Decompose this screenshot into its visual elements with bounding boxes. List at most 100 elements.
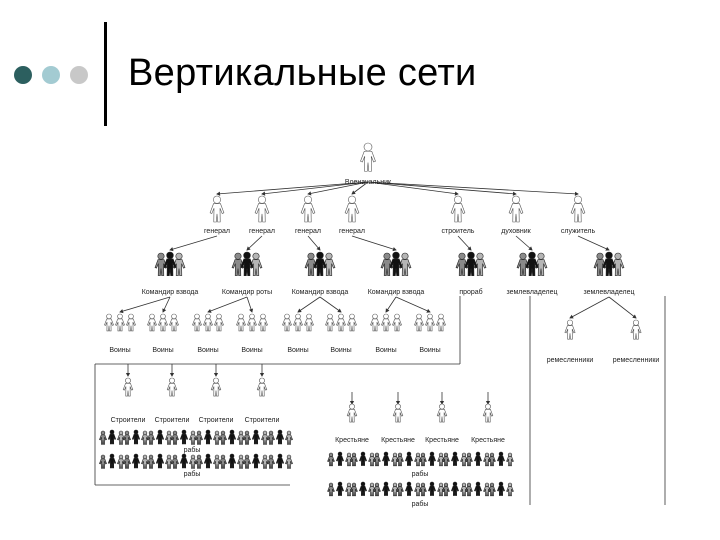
level3-group-3-front (313, 251, 327, 277)
worker-group-l1-7-back-left (243, 430, 251, 445)
level3-label-2: Командир роты (222, 289, 272, 296)
soldier-figure-19 (370, 313, 380, 332)
worker-group-m1-6-back-right (460, 452, 468, 467)
arrowhead (207, 308, 212, 313)
level3-group-2-front (240, 251, 254, 277)
worker-group-m1-3-front (382, 451, 390, 466)
arrowhead (259, 372, 265, 377)
arrowhead (385, 308, 390, 313)
worker-group-l1-3-front (155, 429, 165, 445)
level2-label-2: генерал (249, 228, 275, 235)
connector-line (119, 296, 171, 313)
worker-group-l2-5-front (203, 453, 213, 469)
top-leader-label: Военачальник (345, 179, 392, 186)
level3-label-6: землевладелец (506, 289, 557, 296)
connector-line (351, 181, 369, 195)
worker-group-l2-4-front (179, 453, 189, 469)
soldier-figure-2 (115, 313, 125, 332)
worker-group-m2-5-back-left (419, 482, 427, 497)
soldier-figure-23 (425, 313, 435, 332)
bullet-dot-1 (14, 66, 32, 84)
worker-group-l2-2-back-right (141, 454, 149, 469)
worker-group-m2-1-back-left (327, 482, 335, 497)
soldier-label-3: Воины (109, 347, 130, 354)
level2-label-4: генерал (339, 228, 365, 235)
soldier-label-21: Воины (375, 347, 396, 354)
worker-group-m2-1-front (336, 481, 344, 496)
level2-label-3: генерал (295, 228, 321, 235)
worker-group-m1-2-front (359, 451, 367, 466)
worker-group-m1-5-front (428, 451, 436, 466)
arrowhead (125, 372, 131, 377)
connector-line (207, 296, 248, 313)
soldier-figure-6 (169, 313, 179, 332)
arrowhead (512, 191, 517, 196)
arrowhead (249, 308, 254, 313)
connector-line (307, 181, 369, 195)
worker-group-l2-1-back-left (99, 454, 107, 469)
soldier-figure-22 (414, 313, 424, 332)
worker-group-l1-3-back-right (165, 430, 173, 445)
worker-group-l2-6-front (227, 453, 237, 469)
level3-group-5-front (464, 251, 478, 277)
slide-title: Вертикальные сети (128, 52, 477, 94)
peasant-label-1: Крестьяне (335, 437, 369, 444)
title-divider (104, 22, 107, 126)
worker-group-l1-7-back-right (261, 430, 269, 445)
level2-label-6: духовник (501, 228, 531, 235)
level3-label-1: Командир взвода (142, 289, 199, 296)
builder-figure-1 (122, 377, 134, 397)
arrowhead (574, 191, 579, 196)
worker-group-l1-1-back-left (99, 430, 107, 445)
connector-line (246, 235, 263, 251)
worker-group-m2-2-front (359, 481, 367, 496)
connector-line (319, 296, 342, 313)
worker-group-l2-2-back-left (123, 454, 131, 469)
arrowhead (337, 308, 342, 313)
worker-group-m2-7-front (474, 481, 482, 496)
worker-group-m2-8-back-right (506, 482, 514, 497)
arrowhead (528, 246, 533, 251)
worker-group-m2-2-back-left (350, 482, 358, 497)
bullet-dot-2 (42, 66, 60, 84)
worker-group-l2-4-back-left (171, 454, 179, 469)
worker-group-l2-6-back-left (219, 454, 227, 469)
worker-group-m1-3-back-left (373, 452, 381, 467)
builder-figure-4 (256, 377, 268, 397)
level2-label-5: строитель (442, 228, 475, 235)
level3-group-6-back-left (516, 252, 530, 276)
peasant-label-4: Крестьяне (471, 437, 505, 444)
worker-group-m1-8-front (497, 451, 505, 466)
worker-group-l2-2-front (131, 453, 141, 469)
worker-group-m2-6-front (451, 481, 459, 496)
artisan-figure-2 (630, 319, 642, 340)
worker-group-l1-8-front (275, 429, 285, 445)
worker-label-row1: рабы (184, 446, 201, 454)
arrowhead (426, 308, 431, 313)
connector-line (367, 181, 517, 195)
arrowhead (349, 400, 355, 405)
builder-label-4: Строители (245, 417, 280, 424)
arrowhead (169, 247, 174, 252)
level3-group-4-front (389, 251, 403, 277)
worker-group-l2-4-back-right (189, 454, 197, 469)
worker-group-m1-4-back-right (414, 452, 422, 467)
connector-line (216, 181, 369, 195)
artisan-figure-1 (564, 319, 576, 340)
level3-group-2-back-left (231, 252, 245, 276)
arrowhead (261, 191, 266, 196)
worker-group-l1-4-back-left (171, 430, 179, 445)
arrowhead (454, 191, 459, 196)
soldier-label-6: Воины (152, 347, 173, 354)
worker-group-l2-3-back-right (165, 454, 173, 469)
worker-group-m2-6-back-left (442, 482, 450, 497)
worker-group-l2-6-back-right (237, 454, 245, 469)
soldier-figure-9 (214, 313, 224, 332)
worker-group-m1-4-back-left (396, 452, 404, 467)
arrowhead (307, 191, 312, 196)
worker-group-m2-4-back-left (396, 482, 404, 497)
worker-group-m2-3-back-left (373, 482, 381, 497)
connector-line (457, 235, 472, 251)
